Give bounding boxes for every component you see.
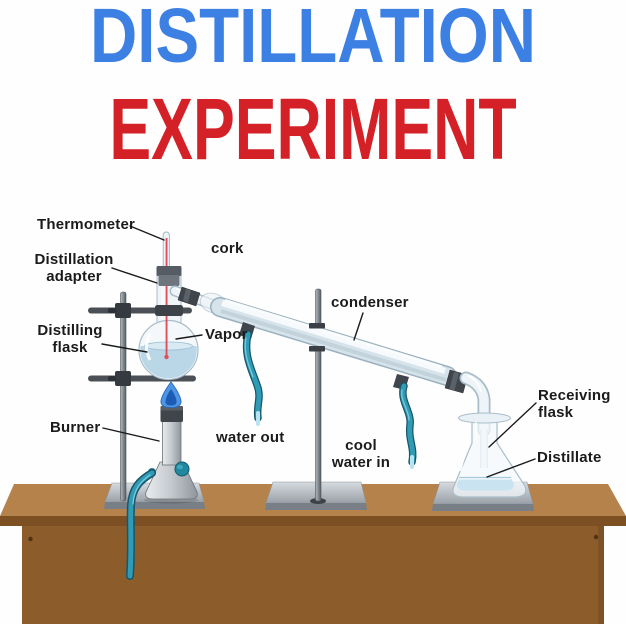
label-distillate: Distillate [537, 449, 602, 466]
title-line-2: EXPERIMENT [109, 81, 517, 178]
label-burner: Burner [50, 419, 101, 436]
condenser-graphic [199, 292, 457, 390]
distillate-graphic [457, 476, 514, 491]
label-distilling-flask: Distilling flask [37, 322, 103, 356]
receiving-flask-graphic [452, 412, 527, 498]
label-vapor: Vapor [205, 326, 248, 343]
flame-icon [160, 381, 182, 409]
cool-water-in-hose [399, 382, 417, 469]
label-distillation-adapter: Distillation adapter [34, 251, 114, 285]
leader-lines [101, 225, 537, 478]
label-water-out: water out [216, 429, 285, 446]
water-out-hose [242, 330, 263, 426]
label-receiving-flask: Receiving flask [538, 387, 611, 421]
label-condenser: condenser [331, 294, 409, 311]
distilling-flask-graphic [138, 231, 220, 381]
middle-stand [310, 288, 326, 504]
title-line-1: DISTILLATION [90, 0, 536, 79]
burner-graphic [144, 381, 198, 504]
gas-hose [126, 469, 156, 580]
thermometer-graphic [162, 231, 170, 360]
label-thermometer: Thermometer [37, 216, 136, 233]
label-cool-water-in: cool water in [331, 437, 391, 471]
label-cork: cork [211, 240, 244, 257]
